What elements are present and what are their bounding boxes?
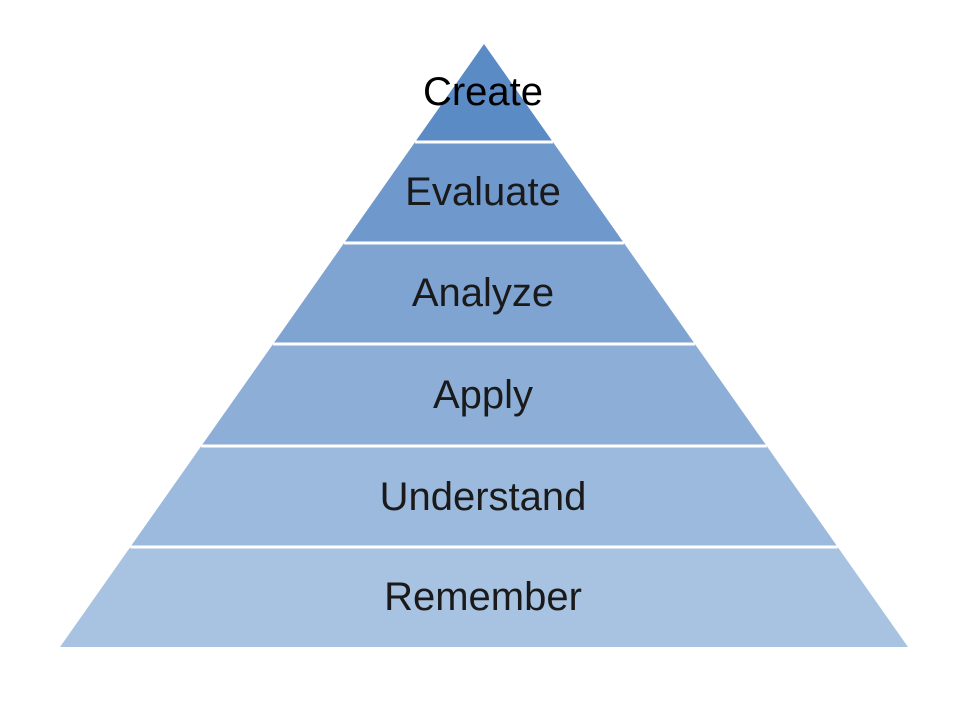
- pyramid-labels: Create Evaluate Analyze Apply Understand…: [380, 70, 587, 619]
- level-label-remember: Remember: [384, 575, 582, 619]
- pyramid-band-apply: [201, 344, 767, 446]
- pyramid-band-evaluate: [344, 142, 624, 243]
- pyramid-band-understand: [130, 446, 838, 547]
- level-label-create: Create: [423, 70, 543, 114]
- level-label-understand: Understand: [380, 475, 587, 519]
- level-label-analyze: Analyze: [412, 271, 554, 315]
- pyramid-band-create: [415, 44, 553, 142]
- level-label-evaluate: Evaluate: [405, 170, 561, 214]
- level-label-apply: Apply: [433, 373, 533, 417]
- pyramid-bands: [60, 44, 908, 647]
- pyramid-band-analyze: [273, 243, 695, 344]
- pyramid-dividers: [130, 140, 838, 549]
- pyramid-band-remember: [60, 547, 908, 647]
